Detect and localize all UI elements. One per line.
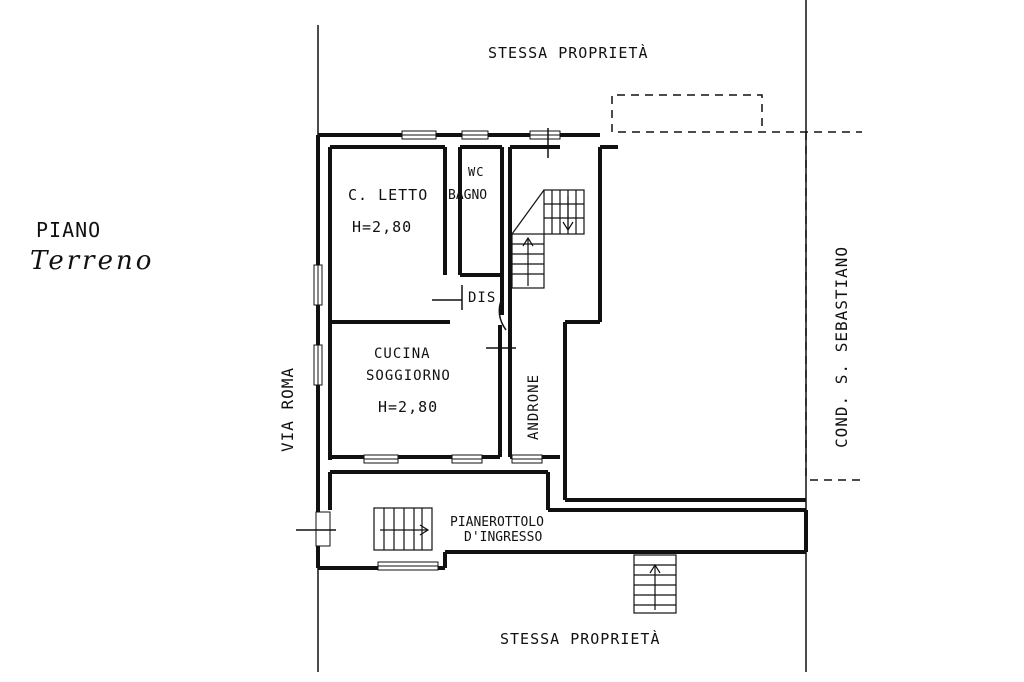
dashed-top-annex — [611, 94, 763, 132]
street-label: VIA ROMA — [278, 366, 297, 452]
landing-line2: D'INGRESSO — [464, 530, 543, 545]
window-landing-south — [377, 561, 439, 571]
bedroom-name: C. LETTO — [348, 186, 429, 204]
window-west-2 — [313, 344, 323, 386]
entrance-staircase — [373, 507, 433, 551]
neighbor-bottom-label: STESSA PROPRIETÀ — [500, 630, 661, 648]
landing-line1: PIANEROTTOLO — [450, 515, 544, 530]
kitchen-name-line2: SOGGIORNO — [366, 368, 451, 384]
kitchen-name-line1: CUCINA — [374, 346, 431, 362]
window-bath-north — [461, 130, 489, 140]
bedroom-height: H=2,80 — [352, 218, 413, 236]
interior-staircase — [511, 189, 585, 289]
floor-title-line2: Terreno — [30, 246, 155, 276]
window-west-1 — [313, 264, 323, 306]
neighbor-right-label: COND. S. SEBASTIANO — [832, 245, 851, 448]
kitchen-height: H=2,80 — [378, 398, 439, 416]
windows — [313, 130, 561, 571]
walls — [316, 133, 808, 570]
property-boundaries — [317, 0, 807, 672]
floor-title-line1: PIANO — [36, 218, 102, 242]
window-hall-south — [511, 454, 543, 464]
outside-staircase — [633, 554, 677, 614]
door-jambs — [296, 128, 549, 531]
window-stair-north — [529, 130, 561, 140]
dashed-outlines — [611, 94, 862, 481]
neighbor-top-label: STESSA PROPRIETÀ — [488, 44, 649, 62]
hall-name: ANDRONE — [526, 373, 542, 440]
window-kitchen-south-1 — [363, 454, 399, 464]
bath-name-line2: BAGNO — [448, 188, 488, 203]
window-bedroom-north — [401, 130, 437, 140]
door-entrance — [315, 511, 331, 547]
closet-name: DIS — [468, 290, 497, 306]
window-kitchen-south-2 — [451, 454, 483, 464]
bath-name-line1: WC — [468, 165, 485, 179]
